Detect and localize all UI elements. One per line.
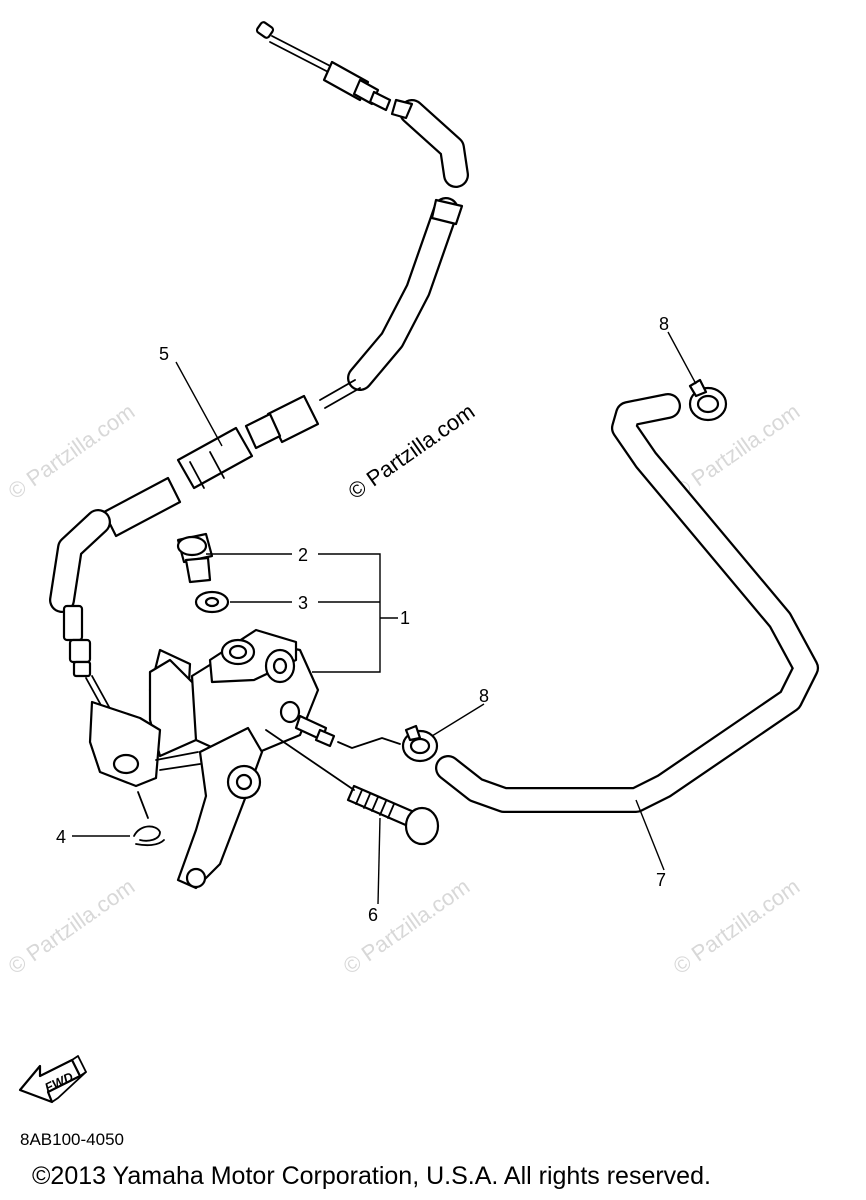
hose-clamp-upper [688, 378, 728, 422]
watermark-1: © Partzilla.com [4, 399, 140, 505]
callout-6: 6 [368, 905, 378, 925]
copyright-notice: ©2013 Yamaha Motor Corporation, U.S.A. A… [32, 1162, 711, 1190]
gasket-washer-hole [204, 596, 220, 608]
assembly-guide-line [337, 737, 401, 749]
callouts: 1 2 3 4 5 6 7 8 8 [56, 314, 669, 925]
pump-cable [49, 21, 469, 746]
hose-clamp-lower [401, 724, 439, 763]
callout-7: 7 [656, 870, 666, 890]
callout-8-upper: 8 [659, 314, 669, 334]
callout-3: 3 [298, 593, 308, 613]
watermark-5: © Partzilla.com [669, 874, 805, 980]
screw [346, 784, 440, 846]
callout-5: 5 [159, 344, 169, 364]
watermark-3: © Partzilla.com [4, 874, 140, 980]
screw-guide-line [265, 729, 355, 791]
part-code: 8AB100-4050 [20, 1130, 124, 1149]
watermark-4: © Partzilla.com [339, 874, 475, 980]
clip-guide-line [137, 791, 149, 819]
fwd-arrow-icon: FWD [18, 1055, 87, 1104]
callout-2: 2 [298, 545, 308, 565]
callout-8-lower: 8 [479, 686, 489, 706]
leader-lines [72, 331, 697, 905]
watermark-2: © Partzilla.com [669, 399, 805, 505]
clip [133, 825, 165, 847]
callout-1: 1 [400, 608, 410, 628]
oil-pump-assembly [88, 628, 336, 890]
banjo-bolt [176, 532, 214, 584]
watermark-main: © Partzilla.com [344, 399, 480, 505]
callout-4: 4 [56, 827, 66, 847]
oil-hose [435, 393, 819, 813]
